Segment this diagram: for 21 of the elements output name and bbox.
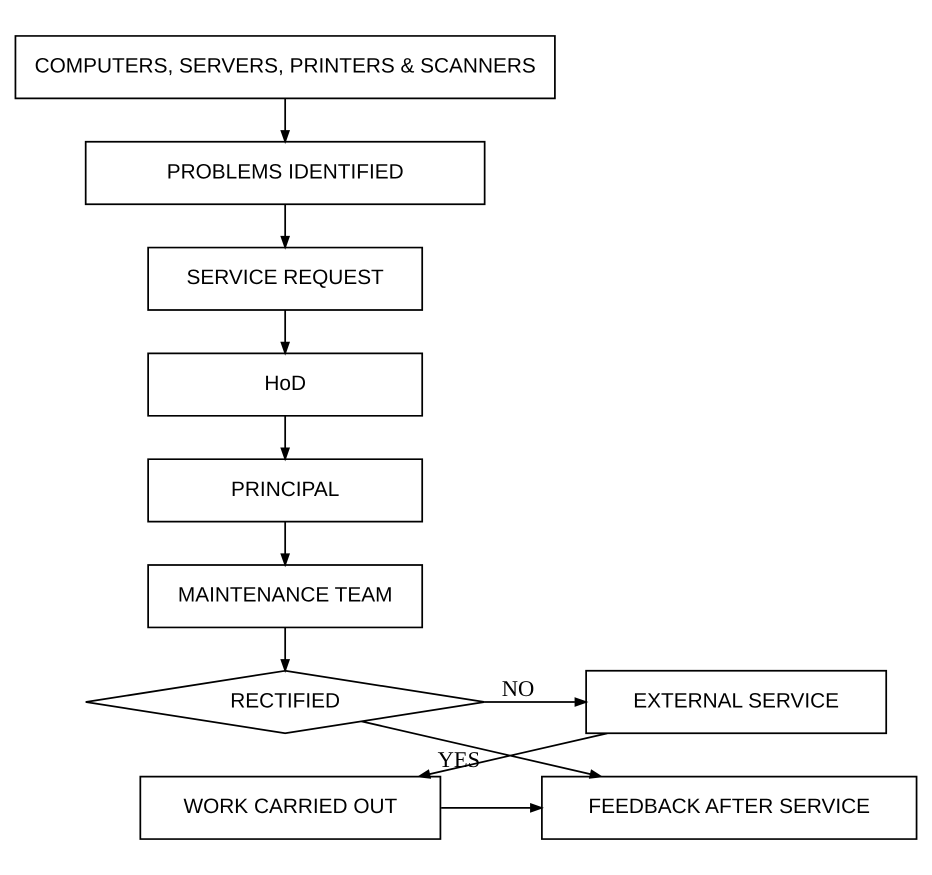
node-box: COMPUTERS, SERVERS, PRINTERS & SCANNERS: [14, 35, 556, 100]
arrow: [361, 720, 604, 779]
arrow: [280, 522, 290, 568]
arrow: [280, 204, 290, 250]
arrow: [441, 802, 544, 813]
node-box: PROBLEMS IDENTIFIED: [84, 140, 486, 206]
node-box: HoD: [147, 352, 424, 417]
node-diamond: RECTIFIED: [84, 670, 486, 734]
edge-label: NO: [502, 676, 534, 701]
arrow: [416, 732, 608, 779]
node-box: SERVICE REQUEST: [147, 246, 424, 311]
node-box: WORK CARRIED OUT: [139, 776, 442, 840]
arrow: [484, 697, 588, 707]
arrow: [280, 628, 290, 674]
arrow: [280, 416, 290, 462]
arrow: [280, 98, 290, 144]
node-box: MAINTENANCE TEAM: [147, 564, 424, 628]
node-box: FEEDBACK AFTER SERVICE: [541, 776, 918, 840]
node-box: EXTERNAL SERVICE: [585, 670, 888, 734]
node-box: PRINCIPAL: [147, 458, 424, 522]
arrow: [280, 310, 290, 356]
